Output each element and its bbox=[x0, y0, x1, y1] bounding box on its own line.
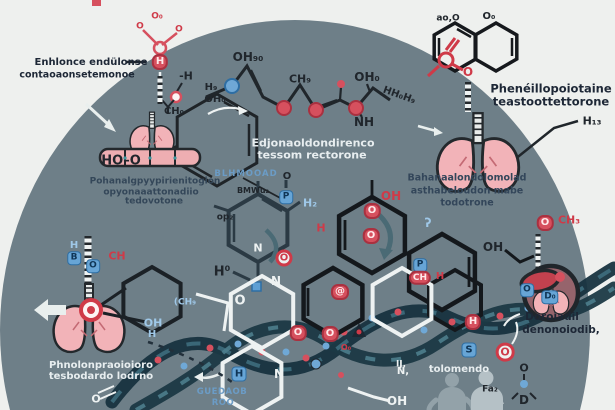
chem-label: N bbox=[270, 274, 282, 288]
chem-label: H bbox=[231, 366, 247, 382]
chem-label: O bbox=[362, 228, 380, 244]
chem-label: O bbox=[495, 342, 515, 362]
caption-muscle-line2: opyonaaattonadiio bbox=[103, 187, 199, 198]
chem-label: O bbox=[321, 326, 339, 342]
chem-label: O bbox=[519, 361, 529, 375]
chem-label: N bbox=[273, 367, 285, 381]
chem-label: O bbox=[282, 171, 292, 182]
hexagons-bottom bbox=[97, 264, 483, 410]
chem-label: N, bbox=[396, 366, 410, 377]
chem-label: OH bbox=[143, 316, 163, 330]
chem-label: OH₀ bbox=[354, 70, 380, 84]
caption-phenyl-line1: Phenéillopoiotaine bbox=[490, 81, 612, 96]
warning-triangle-icon bbox=[352, 323, 366, 337]
chem-label: BMWu₂ bbox=[236, 186, 270, 195]
chem-label: O₀ bbox=[340, 343, 352, 352]
caption-endurance-line1: Enhlonce endülonse bbox=[34, 57, 148, 68]
caption-center-line2: tessom rectorone bbox=[257, 148, 367, 162]
caption-enhanced-line1: Bahanaalondolomolad bbox=[407, 172, 527, 184]
chem-label: B bbox=[67, 251, 81, 265]
chem-label: NH bbox=[353, 115, 375, 129]
chem-label: P bbox=[279, 190, 293, 204]
chem-label: O bbox=[520, 283, 534, 297]
red-oxygen-ring bbox=[79, 298, 103, 322]
caption-endurance-line2: contaoaonsetemonoe bbox=[19, 69, 135, 81]
chem-label: Fa₂ bbox=[482, 384, 498, 395]
chem-label: O bbox=[175, 24, 183, 35]
chem-label: O bbox=[275, 249, 293, 267]
red-ester-cluster bbox=[126, 29, 183, 114]
naphthalene-right bbox=[426, 20, 579, 161]
chem-label: ʔ bbox=[424, 216, 432, 230]
chem-label: D₀ bbox=[541, 290, 559, 304]
chem-label: O bbox=[91, 392, 101, 406]
chem-label: H bbox=[435, 271, 445, 282]
caption-doroiadil-line1: Doroiadil bbox=[525, 310, 579, 323]
flow-arrows bbox=[34, 102, 443, 384]
chem-label: O bbox=[536, 215, 554, 231]
chem-label: CH bbox=[108, 249, 126, 263]
chem-label: O bbox=[289, 325, 307, 341]
chem-label: O bbox=[86, 259, 100, 273]
chem-label: H₁₃ bbox=[582, 114, 602, 128]
chem-label: H bbox=[464, 314, 482, 330]
steroid-rings-center bbox=[336, 180, 535, 313]
chem-label: (CH₉ bbox=[173, 297, 197, 308]
chem-label: D bbox=[519, 393, 529, 407]
caption-enhanced-line3: todotrone bbox=[440, 197, 494, 209]
chem-label: O bbox=[136, 21, 144, 32]
chem-label: CH₃ bbox=[557, 213, 581, 227]
chem-label: CH bbox=[408, 270, 432, 286]
caption-doroiadil-line2: denonoiodib, bbox=[522, 323, 600, 336]
chem-label: O bbox=[462, 65, 474, 79]
caption-center-line1: Edjonaoldondirenco bbox=[251, 136, 375, 150]
chem-label: ao,O bbox=[436, 13, 460, 24]
caption-guedaob-line1: GUEDAOB bbox=[196, 386, 248, 397]
chain-molecule-top bbox=[205, 63, 391, 118]
caption-phenyl-line2: teastoottettorone bbox=[492, 94, 610, 109]
caption-enhanced-line2: asthabeloudon mabe bbox=[410, 185, 524, 197]
chem-label: OH₉₀ bbox=[232, 50, 264, 64]
chem-label: H bbox=[69, 240, 79, 251]
chem-label: O bbox=[363, 203, 381, 219]
chem-label: O₀ bbox=[151, 11, 163, 22]
muscle-tissue-bar bbox=[98, 147, 202, 168]
human-figures bbox=[426, 370, 503, 410]
chem-label: CH₉ bbox=[288, 72, 312, 86]
chem-label: OH bbox=[380, 189, 402, 203]
chem-label: H₂ bbox=[302, 196, 318, 210]
chem-label: H⁰ bbox=[213, 264, 231, 280]
pyridine-center bbox=[213, 180, 301, 292]
chem-label: CH₀ bbox=[163, 106, 185, 117]
caption-phenol-line2: tesbodardo lodrno bbox=[48, 371, 154, 382]
chem-label: -H bbox=[179, 69, 193, 83]
chem-label: H₉ bbox=[204, 82, 218, 93]
caption-blhmooad: BLHMOOAD bbox=[214, 168, 278, 179]
chem-label: OH bbox=[482, 240, 504, 254]
chem-label: HO–O bbox=[101, 153, 141, 169]
chem-label: OH bbox=[386, 394, 408, 408]
caption-muscle-line3: tedovotone bbox=[124, 196, 184, 207]
chem-label: O bbox=[234, 293, 246, 309]
chem-label: OH₀ bbox=[204, 94, 226, 105]
chem-label: H bbox=[316, 221, 326, 235]
chem-label: H bbox=[151, 54, 169, 70]
chem-label: @ bbox=[331, 284, 349, 300]
top-edge-mark bbox=[92, 0, 101, 6]
chem-label: N bbox=[253, 241, 263, 255]
caption-tolomendo: tolomendo bbox=[428, 364, 490, 375]
caption-phenol-line1: Phnolonpraoioioro bbox=[49, 360, 153, 371]
caption-guedaob-line2: ROO bbox=[211, 397, 235, 408]
chem-label: O₀ bbox=[482, 11, 496, 22]
chem-label: S bbox=[461, 342, 477, 358]
arrow-left-bottom bbox=[34, 299, 66, 321]
chem-label: IJ, bbox=[395, 359, 407, 370]
chem-label: op₂ bbox=[216, 212, 234, 223]
caption-muscle-line1: Pohanalgpyypirienitogion bbox=[89, 176, 221, 187]
chem-label: H bbox=[147, 329, 157, 340]
